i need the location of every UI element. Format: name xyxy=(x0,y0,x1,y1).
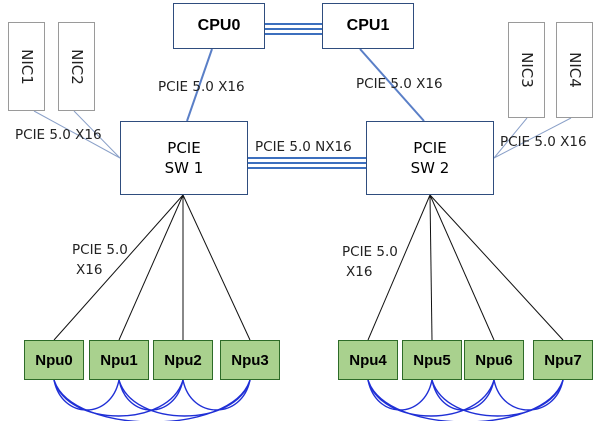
cpu0-sw1-link-label: PCIE 5.0 X16 xyxy=(158,79,245,95)
npu6-label: Npu6 xyxy=(475,351,513,369)
npu2-label: Npu2 xyxy=(164,351,202,369)
npu6-box: Npu6 xyxy=(464,340,524,380)
sw2-npu-links xyxy=(367,194,564,341)
nic2-sw1-link xyxy=(73,110,121,159)
nic3-sw2-link xyxy=(493,117,528,159)
sw1-npu-link-label-line2: X16 xyxy=(76,262,103,278)
npu4-label: Npu4 xyxy=(349,351,387,369)
npu0-box: Npu0 xyxy=(24,340,84,380)
pcie-switch-2: PCIE SW 2 xyxy=(366,121,494,195)
sw2-npu-link-label-line2: X16 xyxy=(346,264,373,280)
cpu1-label: CPU1 xyxy=(346,17,390,34)
nic1-box: NIC1 xyxy=(8,22,45,111)
nic3-label: NIC3 xyxy=(517,52,536,88)
switch-interconnect xyxy=(248,157,366,169)
npu5-label: Npu5 xyxy=(413,351,451,369)
nic4-label: NIC4 xyxy=(565,52,584,88)
sw2-line2: SW 2 xyxy=(410,159,450,177)
nic2-box: NIC2 xyxy=(58,22,95,111)
nic1-label: NIC1 xyxy=(17,48,36,85)
cpu1-box: CPU1 xyxy=(322,3,414,49)
nic-sw2-link-label: PCIE 5.0 X16 xyxy=(500,134,587,150)
npu-mesh-left xyxy=(53,379,251,421)
nic4-box: NIC4 xyxy=(556,22,593,118)
cpu0-sw1-link xyxy=(186,48,213,122)
npu7-label: Npu7 xyxy=(544,351,582,369)
nic4-sw2-link xyxy=(493,117,572,159)
nic3-box: NIC3 xyxy=(508,22,545,118)
cpu0-box: CPU0 xyxy=(173,3,265,49)
npu7-box: Npu7 xyxy=(533,340,593,380)
cpu0-label: CPU0 xyxy=(197,17,241,34)
sw1-sw2-link-label: PCIE 5.0 NX16 xyxy=(255,139,352,155)
npu0-label: Npu0 xyxy=(35,351,73,369)
sw2-line1: PCIE xyxy=(413,139,447,157)
sw2-npu-link-label-line1: PCIE 5.0 xyxy=(342,244,398,260)
sw1-line1: PCIE xyxy=(167,139,201,157)
npu2-box: Npu2 xyxy=(153,340,213,380)
npu1-box: Npu1 xyxy=(89,340,149,380)
nic2-label: NIC2 xyxy=(67,48,86,85)
pcie-switch-1: PCIE SW 1 xyxy=(120,121,248,195)
npu5-box: Npu5 xyxy=(402,340,462,380)
npu4-box: Npu4 xyxy=(338,340,398,380)
cpu1-sw2-link xyxy=(359,48,425,122)
sw1-line2: SW 1 xyxy=(164,159,204,177)
sw1-npu-link-label-line1: PCIE 5.0 xyxy=(72,242,128,258)
sw1-npu-links xyxy=(53,194,251,341)
nic-sw1-link-label: PCIE 5.0 X16 xyxy=(15,127,102,143)
cpu1-sw2-link-label: PCIE 5.0 X16 xyxy=(356,76,443,92)
npu-mesh-right xyxy=(367,379,564,421)
npu3-label: Npu3 xyxy=(231,351,269,369)
cpu-interconnect xyxy=(265,23,322,35)
npu3-box: Npu3 xyxy=(220,340,280,380)
nic1-sw1-link xyxy=(33,110,121,159)
npu1-label: Npu1 xyxy=(100,351,138,369)
